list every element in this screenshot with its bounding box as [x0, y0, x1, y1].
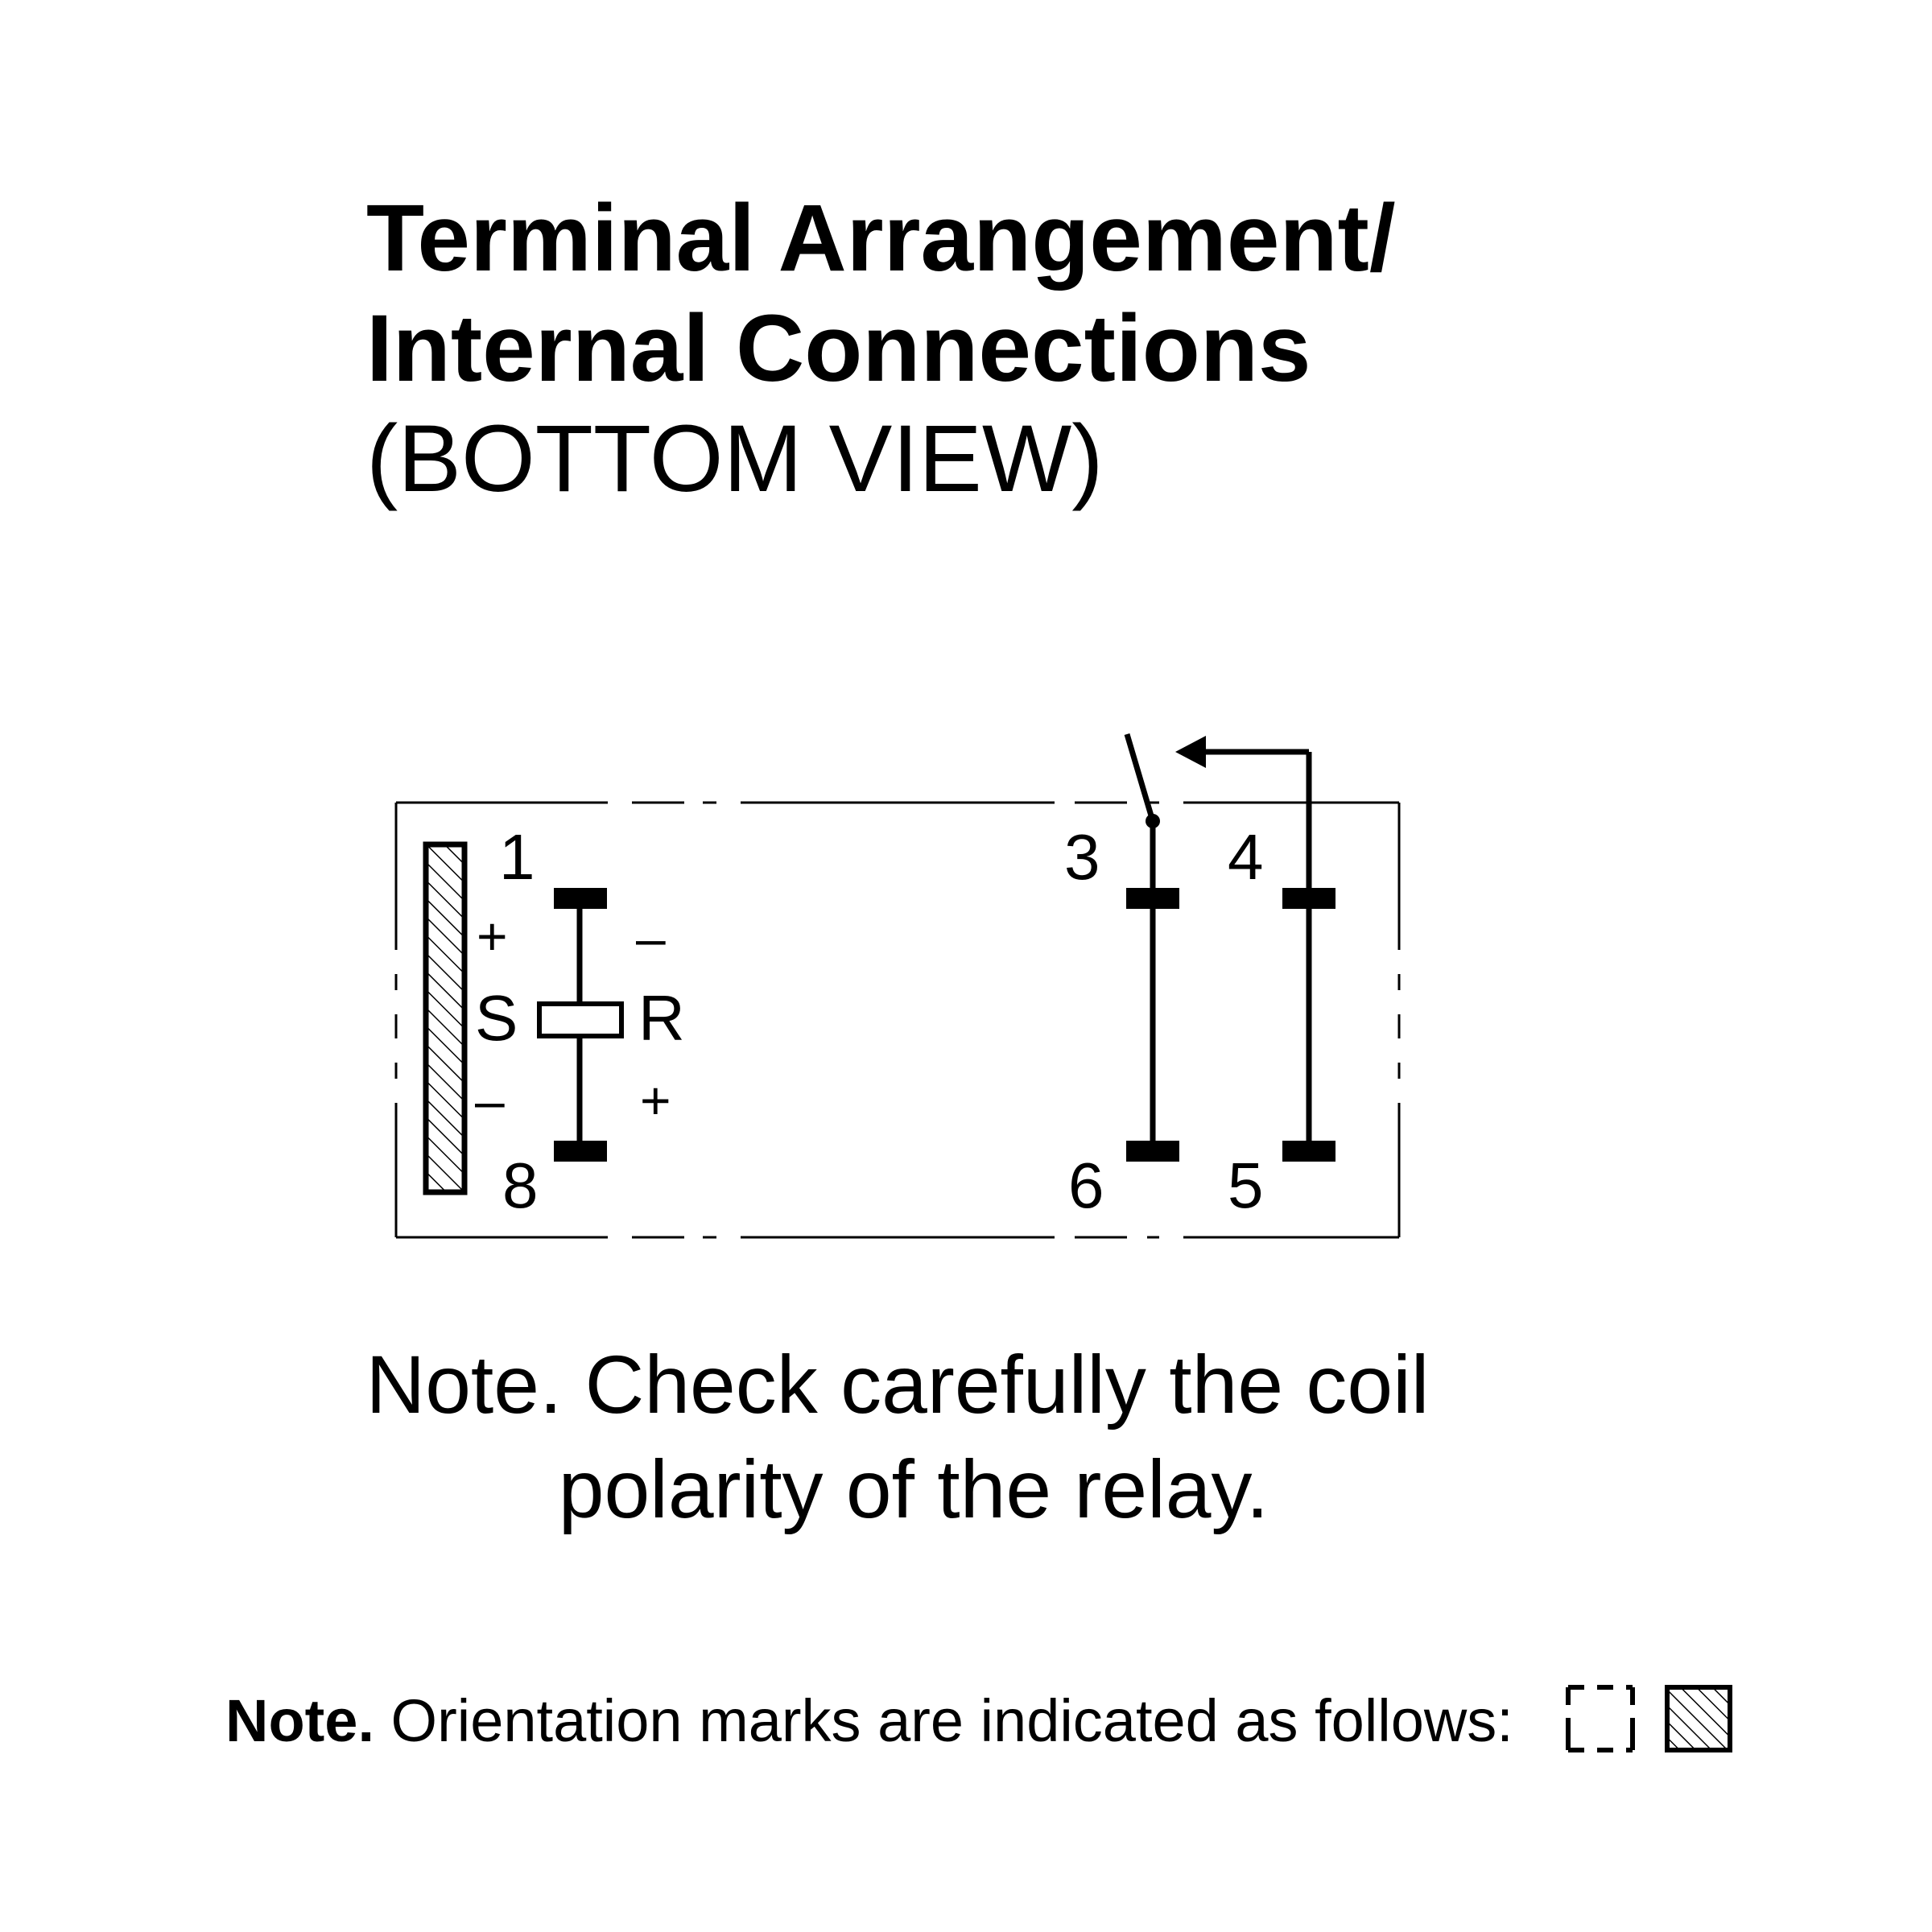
pad-5: [1282, 1141, 1335, 1162]
reset-top-polarity: –: [636, 908, 666, 968]
title-line-2: Internal Connections: [366, 295, 1311, 402]
orientation-note-label: Note.: [225, 1687, 374, 1754]
set-top-polarity: +: [477, 906, 508, 966]
coil-note-line-1: Note. Check carefully the coil: [365, 1339, 1430, 1430]
pin-label-1: 1: [499, 821, 535, 893]
hatched-square-icon: [1665, 1685, 1732, 1752]
coil-note-line-2: polarity of the relay.: [558, 1443, 1269, 1535]
coil-set-label: S: [475, 982, 518, 1054]
pin-label-3: 3: [1064, 821, 1100, 893]
reset-bottom-polarity: +: [640, 1071, 671, 1130]
pad-4: [1282, 888, 1335, 909]
pad-8: [554, 1141, 607, 1162]
pad-6: [1126, 1141, 1179, 1162]
dashed-square-icon: [1566, 1685, 1635, 1752]
pad-3: [1126, 888, 1179, 909]
pin-label-6: 6: [1068, 1150, 1104, 1221]
arrow-left-icon: [1175, 736, 1206, 768]
set-bottom-polarity: –: [475, 1071, 505, 1130]
coil-icon: [537, 888, 624, 1162]
title-line-1: Terminal Arrangement/: [366, 185, 1396, 291]
contact-4-5: [1175, 736, 1335, 1162]
pin-label-5: 5: [1228, 1150, 1264, 1221]
coil-body: [537, 1001, 624, 1038]
switch-contact-icon: [1124, 733, 1179, 1162]
package-outline: [394, 801, 1401, 1239]
pin-label-8: 8: [502, 1150, 539, 1221]
title-line-3: (BOTTOM VIEW): [366, 406, 1104, 512]
hatched-bar-icon: [423, 841, 468, 1195]
coil-reset-label: R: [638, 982, 685, 1054]
orientation-note: Note. Orientation marks are indicated as…: [225, 1685, 1513, 1757]
title-block: Terminal Arrangement/ Internal Connectio…: [366, 184, 1396, 514]
coil-polarity-note: Note. Check carefully the coil polarity …: [0, 1332, 1795, 1542]
pin-label-4: 4: [1228, 821, 1264, 893]
orientation-note-text: Orientation marks are indicated as follo…: [374, 1687, 1513, 1754]
pad-1: [554, 888, 607, 909]
orientation-marks: [1566, 1685, 1732, 1752]
